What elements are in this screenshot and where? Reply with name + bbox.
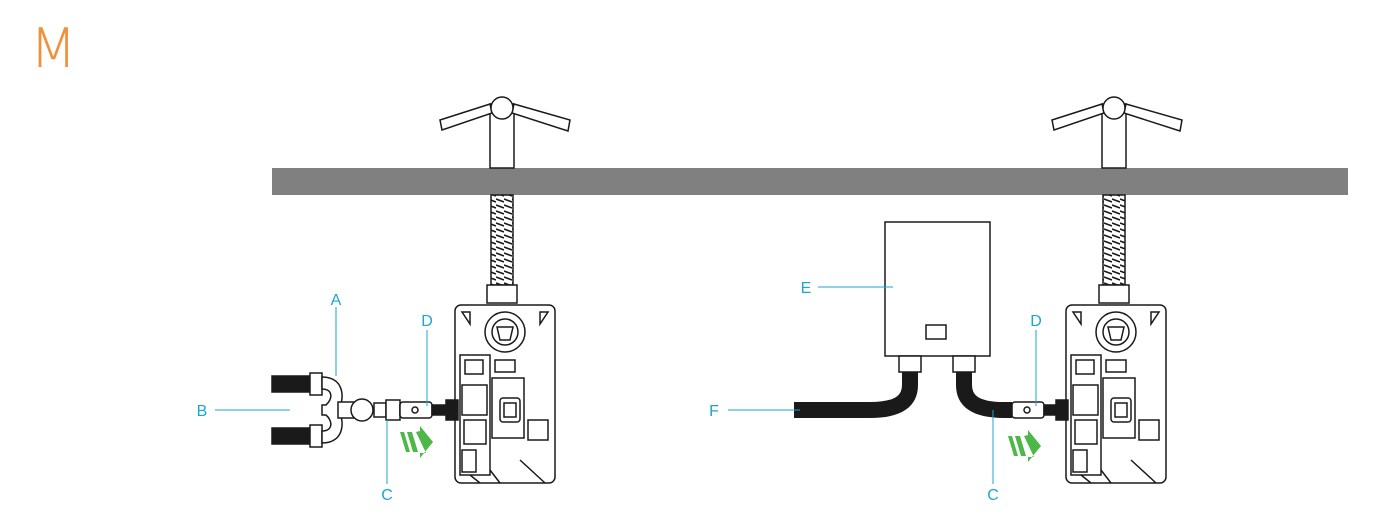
right-label-f: F [709, 403, 719, 420]
right-label-e: E [801, 280, 812, 297]
left-label-a: A [331, 292, 342, 309]
heater-outlet-hoses [794, 372, 1012, 418]
left-label-d: D [421, 313, 433, 330]
left-label-b: B [197, 403, 208, 420]
right-faucet-icon [1051, 96, 1183, 169]
left-label-c: C [381, 487, 393, 504]
water-heater-unit [884, 221, 991, 373]
left-leader-lines [215, 307, 428, 484]
left-faucet-icon [439, 96, 571, 169]
left-quick-connector [399, 399, 459, 421]
left-corrugated-hose [486, 194, 518, 304]
step-letter: M [30, 17, 77, 80]
right-flow-arrow-icon [1008, 430, 1041, 462]
right-quick-connector [1011, 399, 1069, 421]
countertop [272, 168, 1348, 195]
right-control-box [1065, 304, 1167, 484]
right-corrugated-hose [1098, 194, 1130, 304]
left-flow-arrow-icon [400, 426, 433, 458]
right-label-c: C [987, 487, 999, 504]
left-control-box [454, 304, 556, 484]
right-label-d: D [1030, 313, 1042, 330]
right-leader-lines [728, 286, 1037, 484]
